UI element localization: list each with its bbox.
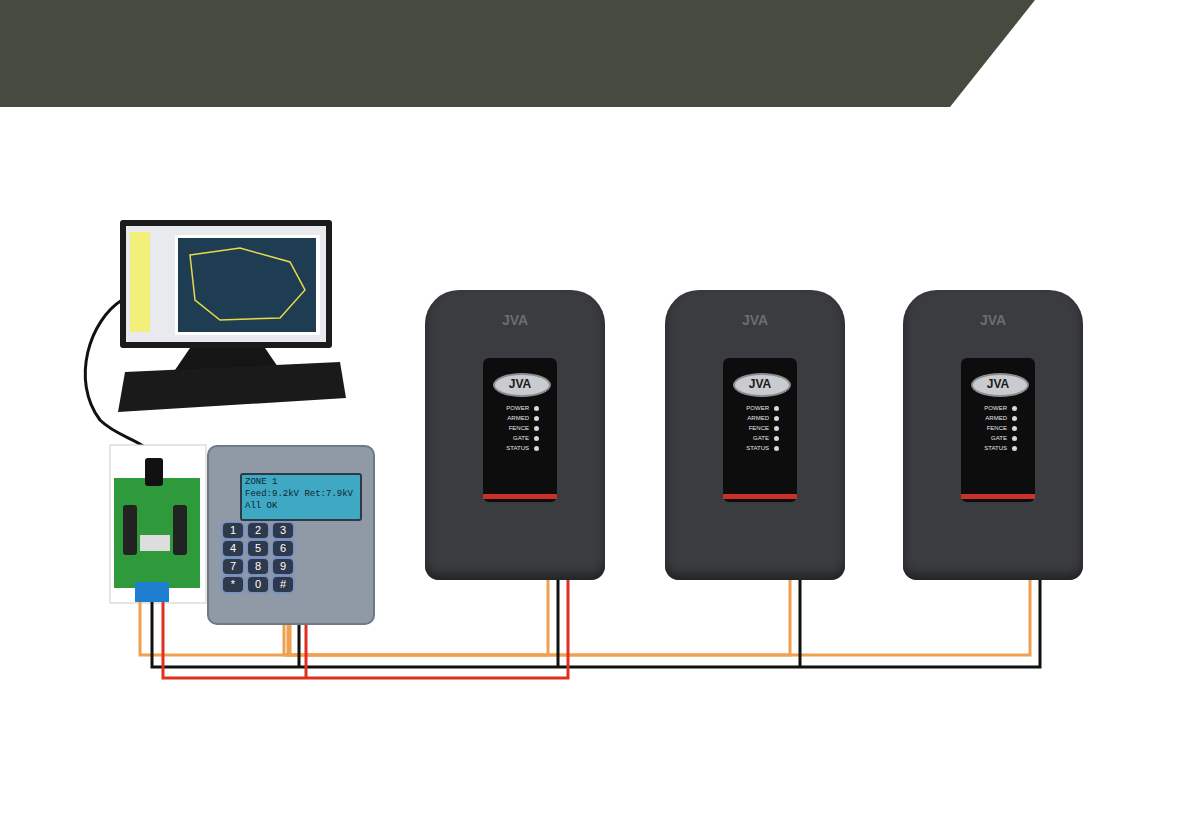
logo-text: JVA [903, 377, 1093, 391]
led-dot [1012, 446, 1017, 451]
board-chip [140, 535, 170, 551]
keypad-key: 2 [248, 523, 268, 538]
led-dot [534, 406, 539, 411]
logo-text: JVA [903, 312, 1083, 328]
keypad-key: 4 [223, 541, 243, 556]
lcd-text: All OK [245, 501, 277, 511]
red-stripe [483, 494, 557, 499]
led-label: STATUS [984, 445, 1007, 451]
led-label: GATE [513, 435, 529, 441]
led-dot [1012, 436, 1017, 441]
red-stripe [723, 494, 797, 499]
led-label: POWER [984, 405, 1007, 411]
led-dot [1012, 406, 1017, 411]
led-label: STATUS [506, 445, 529, 451]
logo-text: JVA [665, 312, 845, 328]
keypad-key: 9 [273, 559, 293, 574]
logo-text: JVA [425, 312, 605, 328]
keypad-key: 5 [248, 541, 268, 556]
led-dot [1012, 426, 1017, 431]
board-component [173, 505, 187, 555]
keyboard [118, 362, 346, 412]
screen-window [175, 235, 320, 335]
energizer-unit: JVAJVAPOWERARMEDFENCEGATESTATUS [903, 290, 1083, 580]
site-map [178, 238, 316, 332]
led-dot [774, 446, 779, 451]
bus-wire [290, 580, 1030, 655]
led-label: POWER [746, 405, 769, 411]
monitor-bezel [120, 220, 332, 348]
monitor-screen [126, 226, 326, 342]
lcd-text: ZONE 1 [245, 477, 277, 487]
board-component [123, 505, 137, 555]
led-label: GATE [753, 435, 769, 441]
terminal-block [135, 582, 169, 602]
usb-connector [145, 458, 163, 486]
circuit-board [114, 478, 200, 588]
led-label: POWER [506, 405, 529, 411]
keypad-key: 7 [223, 559, 243, 574]
led-dot [774, 436, 779, 441]
keypad-key: 6 [273, 541, 293, 556]
led-label: FENCE [509, 425, 529, 431]
led-label: STATUS [746, 445, 769, 451]
header-band [0, 0, 1035, 107]
energizer-unit: JVAJVAPOWERARMEDFENCEGATESTATUS [425, 290, 605, 580]
led-label: ARMED [985, 415, 1007, 421]
keypad-key: 0 [248, 577, 268, 592]
fence-outline [190, 248, 305, 320]
energizer-unit: JVAJVAPOWERARMEDFENCEGATESTATUS [665, 290, 845, 580]
logo-text: JVA [425, 377, 615, 391]
screen-panel [130, 232, 150, 332]
led-dot [534, 426, 539, 431]
led-dot [534, 446, 539, 451]
keypad-key: 1 [223, 523, 243, 538]
led-dot [774, 406, 779, 411]
led-dot [774, 416, 779, 421]
led-label: FENCE [987, 425, 1007, 431]
led-label: GATE [991, 435, 1007, 441]
led-label: ARMED [507, 415, 529, 421]
led-dot [774, 426, 779, 431]
lcd-text: Feed:9.2kV Ret:7.9kV [245, 489, 353, 499]
led-dot [534, 436, 539, 441]
keypad-key: 3 [273, 523, 293, 538]
keypad-key: 8 [248, 559, 268, 574]
board-frame [110, 445, 206, 603]
keypad-key: # [273, 577, 293, 592]
logo-text: JVA [665, 377, 855, 391]
red-stripe [961, 494, 1035, 499]
keypad-key: * [223, 577, 243, 592]
led-label: ARMED [747, 415, 769, 421]
led-dot [1012, 416, 1017, 421]
led-dot [534, 416, 539, 421]
led-label: FENCE [749, 425, 769, 431]
